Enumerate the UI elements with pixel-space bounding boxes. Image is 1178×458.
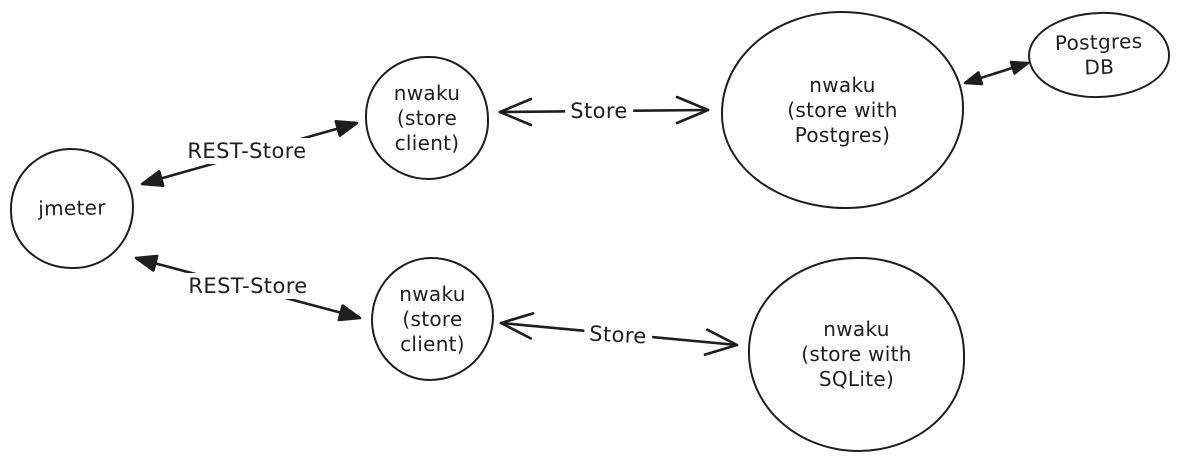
node-label-line: nwaku [823, 317, 890, 341]
node-label-line: jmeter [38, 195, 106, 221]
node-label-line: Postgres [1054, 28, 1143, 56]
node-label: nwaku (store with SQLite) [801, 317, 911, 392]
edge-label-store-top: Store [565, 98, 633, 124]
node-label-line: DB [1084, 54, 1115, 80]
node-label-line: (store [396, 105, 458, 130]
arrowhead [963, 71, 984, 86]
node-nwaku-store-client-bottom: nwaku (store client) [371, 257, 494, 381]
node-label: nwaku (store with Postgres) [787, 73, 897, 148]
arrowhead-chevron [499, 312, 535, 340]
node-label-line: client) [400, 331, 465, 356]
arrowhead-chevron [703, 328, 739, 356]
node-label-line: (store with [787, 97, 898, 122]
node-nwaku-store-postgres: nwaku (store with Postgres) [721, 11, 964, 209]
node-label-line: nwaku [393, 80, 461, 105]
node-nwaku-store-sqlite: nwaku (store with SQLite) [748, 257, 965, 452]
arrowhead [140, 170, 165, 187]
node-label-line: (store with [801, 342, 912, 366]
edge-label-store-bottom: Store [583, 320, 653, 350]
edge-label-rest-store-bottom: REST-Store [183, 273, 313, 299]
node-label-line: nwaku [399, 281, 466, 306]
node-label: Postgres DB [1055, 29, 1144, 81]
node-label: jmeter [38, 195, 106, 221]
edge-label-rest-store-top: REST-Store [182, 138, 312, 164]
arrowhead [134, 254, 159, 272]
node-label-line: nwaku [809, 72, 876, 97]
node-label-line: client) [394, 130, 460, 155]
arrowhead-chevron [498, 97, 533, 127]
node-label-line: Postgres) [794, 122, 891, 147]
arrowhead [334, 120, 359, 137]
node-label-line: SQLite) [818, 367, 895, 391]
arrowhead [337, 304, 362, 322]
node-label-line: (store [402, 306, 463, 331]
arrowhead-chevron [675, 95, 710, 125]
arrowhead [1009, 60, 1030, 75]
node-label: nwaku (store client) [394, 81, 460, 156]
edge-db-link [963, 60, 1030, 86]
node-label: nwaku (store client) [399, 282, 465, 357]
node-nwaku-store-client-top: nwaku (store client) [365, 56, 489, 180]
